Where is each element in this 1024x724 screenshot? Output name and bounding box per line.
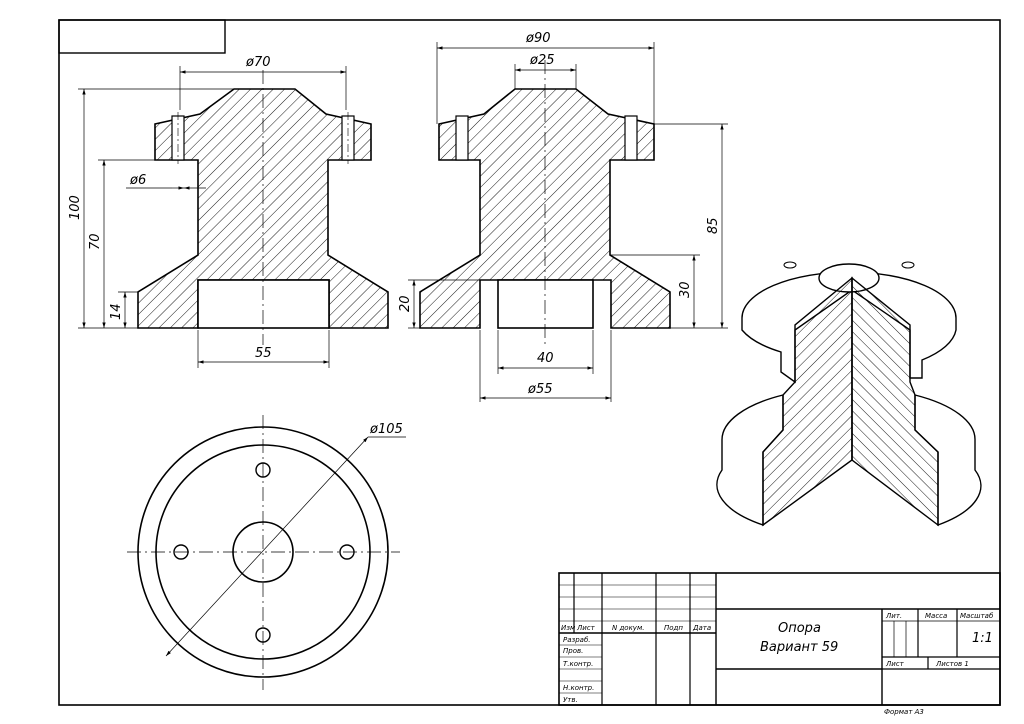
lit-label: Лит. — [885, 612, 902, 620]
col-doc: N докум. — [612, 624, 644, 632]
row-approve: Утв. — [563, 696, 578, 704]
dim-85: 85 — [706, 217, 721, 234]
dim-14: 14 — [109, 303, 124, 320]
col-izm: Изм — [561, 624, 576, 632]
dim-70: 70 — [88, 233, 103, 250]
dim-d90: ø90 — [525, 31, 551, 46]
dim-55: 55 — [255, 346, 272, 361]
mass-label: Масса — [925, 612, 947, 620]
top-view — [127, 415, 406, 690]
dim-d105: ø105 — [369, 422, 403, 437]
variant: Вариант 59 — [760, 640, 838, 655]
dim-d6: ø6 — [129, 173, 146, 188]
dim-40: 40 — [537, 351, 554, 366]
row-ncontrol: Н.контр. — [563, 684, 594, 692]
corner-stamp-box — [58, 19, 226, 54]
dim-d55: ø55 — [527, 382, 553, 397]
col-list: Лист — [576, 624, 596, 632]
row-check: Пров. — [563, 647, 583, 655]
sheet-frame — [58, 19, 1001, 706]
part-name: Опора — [778, 621, 821, 636]
row-dev: Разраб. — [563, 636, 591, 644]
scale-label: Масштаб — [960, 612, 994, 620]
isometric-cutaway-view — [716, 261, 982, 527]
dim-d70: ø70 — [245, 55, 271, 70]
title-block — [558, 572, 1001, 706]
front-view-dimensions — [78, 66, 347, 368]
format-label: Формат А3 — [884, 708, 924, 716]
dim-20: 20 — [398, 295, 413, 312]
row-tcontrol: Т.контр. — [563, 660, 593, 668]
col-sign: Подп — [664, 624, 683, 632]
sheets-label: Листов 1 — [935, 660, 969, 668]
col-date: Дата — [692, 624, 711, 632]
scale-value: 1:1 — [972, 631, 993, 646]
title-block-text: Изм Лист N докум. Подп Дата Разраб. Пров… — [561, 612, 994, 716]
side-view-dimensions — [408, 42, 728, 402]
sheet-label: Лист — [885, 660, 905, 668]
front-section-view — [137, 70, 389, 345]
dim-d25: ø25 — [529, 53, 555, 68]
dim-30: 30 — [678, 281, 693, 298]
dim-100: 100 — [68, 195, 83, 220]
side-section-view — [419, 60, 671, 345]
